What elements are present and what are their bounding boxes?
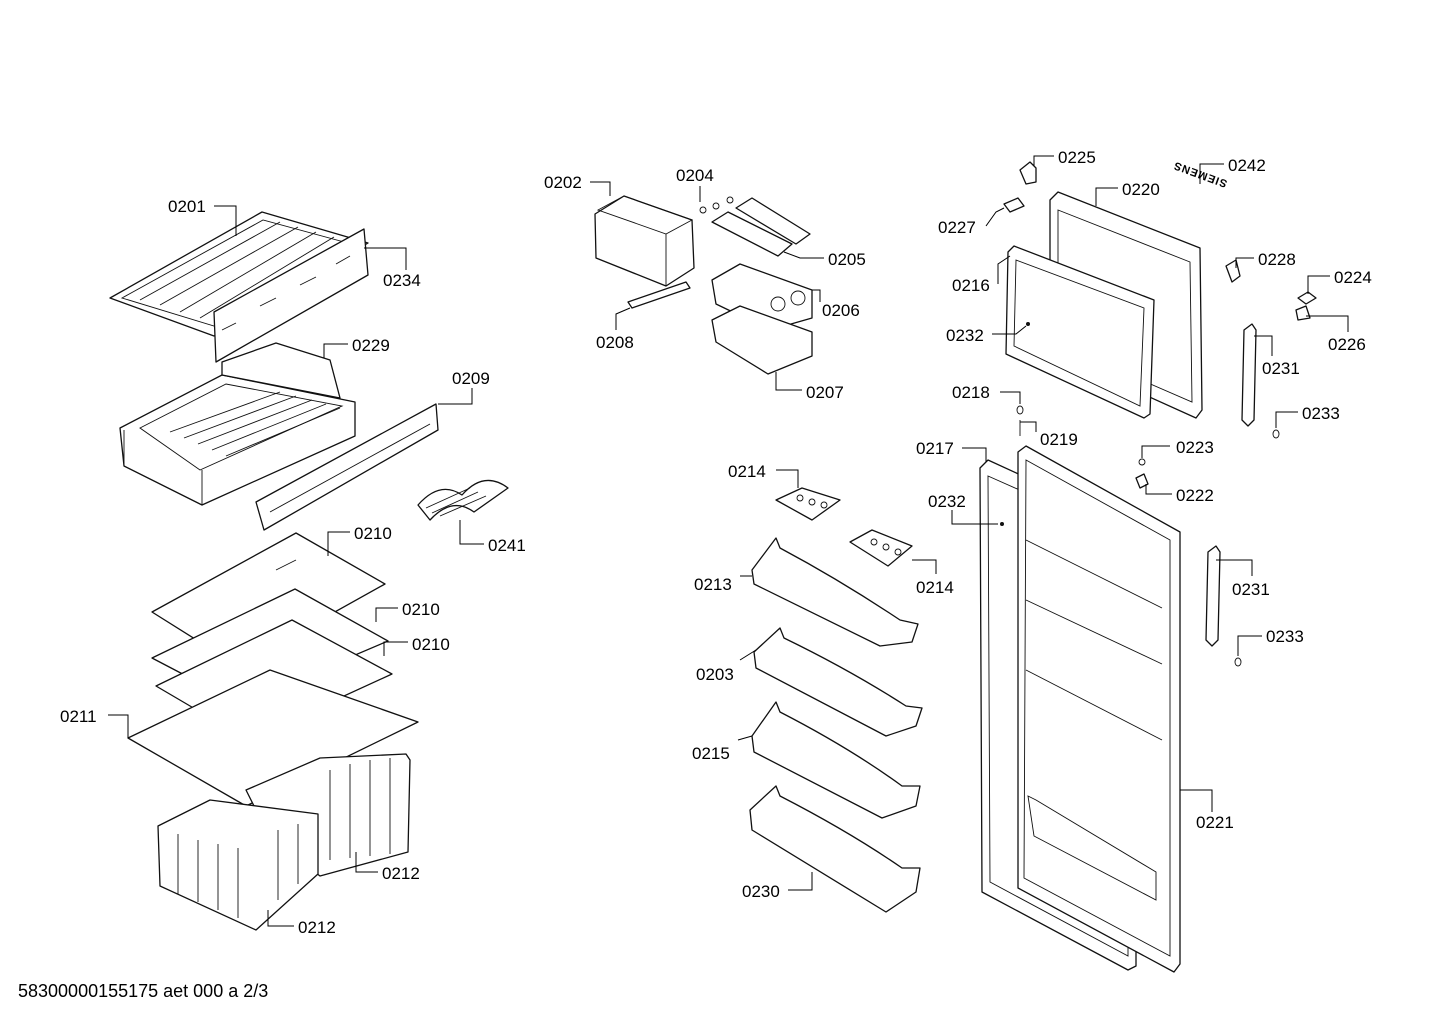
part-0204-clips [699, 196, 734, 214]
part-0233-ring-top [1272, 429, 1280, 439]
callout-label: 0232 [946, 326, 984, 345]
part-0229-drawer [119, 342, 356, 506]
callout-label: 0222 [1176, 486, 1214, 505]
part-0212-crisper-front [157, 799, 319, 931]
part-0232-screw-bottom [1000, 522, 1004, 526]
part-0230-door-rack [749, 785, 921, 913]
callout-label: 0233 [1266, 627, 1304, 646]
callout-label: 0210 [412, 635, 450, 654]
part-0207-ice-tray [711, 305, 813, 375]
callout-label: 0233 [1302, 404, 1340, 423]
callout-label: 0216 [952, 276, 990, 295]
callout-label: 0234 [383, 271, 421, 290]
callout-label: 0210 [402, 600, 440, 619]
part-0228-hinge-part [1225, 259, 1241, 283]
callout-label: 0232 [928, 492, 966, 511]
callout-label: 0210 [354, 524, 392, 543]
callout-label: 0201 [168, 197, 206, 216]
part-0231-handle-top [1241, 323, 1257, 427]
callout-label: 0228 [1258, 250, 1296, 269]
callout-label: 0207 [806, 383, 844, 402]
part-0216-freezer-gasket [1005, 245, 1155, 419]
part-0218-0219-screw [1016, 405, 1024, 436]
document-reference: 58300000155175 aet 000 a 2/3 [18, 981, 269, 1001]
callout-label: 0217 [916, 439, 954, 458]
part-0227-cap [1003, 197, 1025, 213]
part-0203-door-rack [753, 627, 923, 737]
callout-label: 0212 [382, 864, 420, 883]
callout-label: 0204 [676, 166, 714, 185]
callout-label: 0205 [828, 250, 866, 269]
part-0214-egg-tray-2 [849, 529, 913, 567]
callout-label: 0242 [1228, 156, 1266, 175]
callout-label: 0227 [938, 218, 976, 237]
part-0232-screw-top [1026, 322, 1030, 326]
part-0231-handle-bottom [1205, 545, 1221, 647]
part-0202-icemaker-housing [594, 195, 695, 287]
part-0234-shelf-front [213, 228, 369, 363]
callout-label: 0225 [1058, 148, 1096, 167]
part-0213-door-rack [751, 537, 919, 647]
callout-label: 0211 [60, 707, 97, 726]
part-0223-0222-fixing [1135, 458, 1149, 489]
part-0214-egg-tray-1 [775, 487, 841, 521]
part-0209-drawer-flap [255, 403, 439, 531]
part-0225-hinge [1019, 161, 1037, 185]
callout-label: 0241 [488, 536, 526, 555]
part-0211-bottom-glass [127, 669, 419, 807]
callout-label: 0218 [952, 383, 990, 402]
callout-label: 0231 [1262, 359, 1300, 378]
callout-label: 0220 [1122, 180, 1160, 199]
callout-label: 0221 [1196, 813, 1234, 832]
callout-label: 0212 [298, 918, 336, 937]
callout-label: 0214 [916, 578, 954, 597]
part-0226-cap [1295, 305, 1311, 321]
callout-label: 0219 [1040, 430, 1078, 449]
callout-label: 0214 [728, 462, 766, 481]
callout-label: 0202 [544, 173, 582, 192]
part-0241-bottle-rack [417, 479, 509, 521]
callout-label: 0203 [696, 665, 734, 684]
callout-label: 0226 [1328, 335, 1366, 354]
part-0221-fridge-door [1017, 445, 1181, 973]
part-0215-door-rack [751, 701, 921, 819]
callout-label: 0213 [694, 575, 732, 594]
callout-label: 0206 [822, 301, 860, 320]
part-0233-ring-bottom [1234, 657, 1242, 667]
callout-label: 0231 [1232, 580, 1270, 599]
callouts: 0201 0234 0229 0209 0241 0210 0210 0210 … [60, 148, 1372, 937]
callout-label: 0230 [742, 882, 780, 901]
callout-label: 0209 [452, 369, 490, 388]
part-0224-cap [1297, 291, 1317, 305]
callout-label: 0224 [1334, 268, 1372, 287]
callout-label: 0215 [692, 744, 730, 763]
callout-label: 0229 [352, 336, 390, 355]
callout-label: 0223 [1176, 438, 1214, 457]
part-0205-ice-trays [711, 197, 811, 257]
callout-label: 0208 [596, 333, 634, 352]
part-0208-strip [627, 281, 691, 309]
